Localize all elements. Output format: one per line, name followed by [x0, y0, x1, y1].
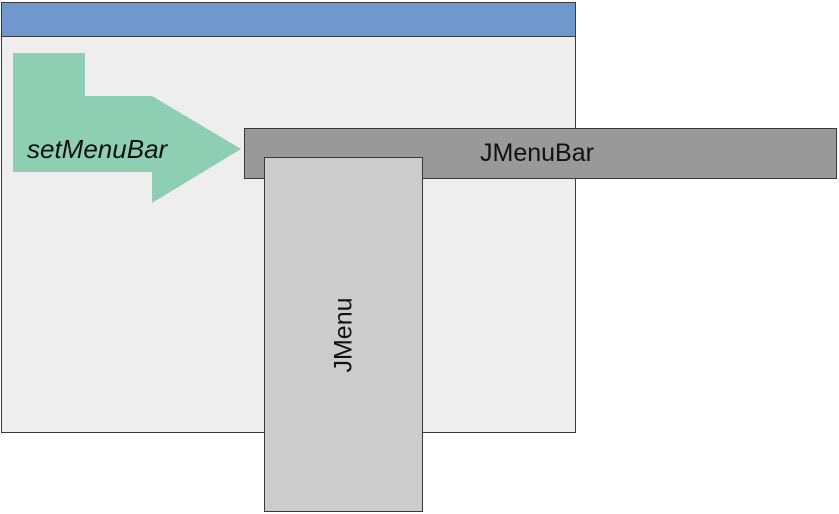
window-titlebar	[2, 3, 575, 37]
jmenu-box	[264, 157, 423, 512]
arrow-label: setMenuBar	[27, 134, 168, 164]
jmenubar-label: JMenuBar	[480, 139, 594, 167]
jmenu-label: JMenu	[329, 297, 358, 373]
